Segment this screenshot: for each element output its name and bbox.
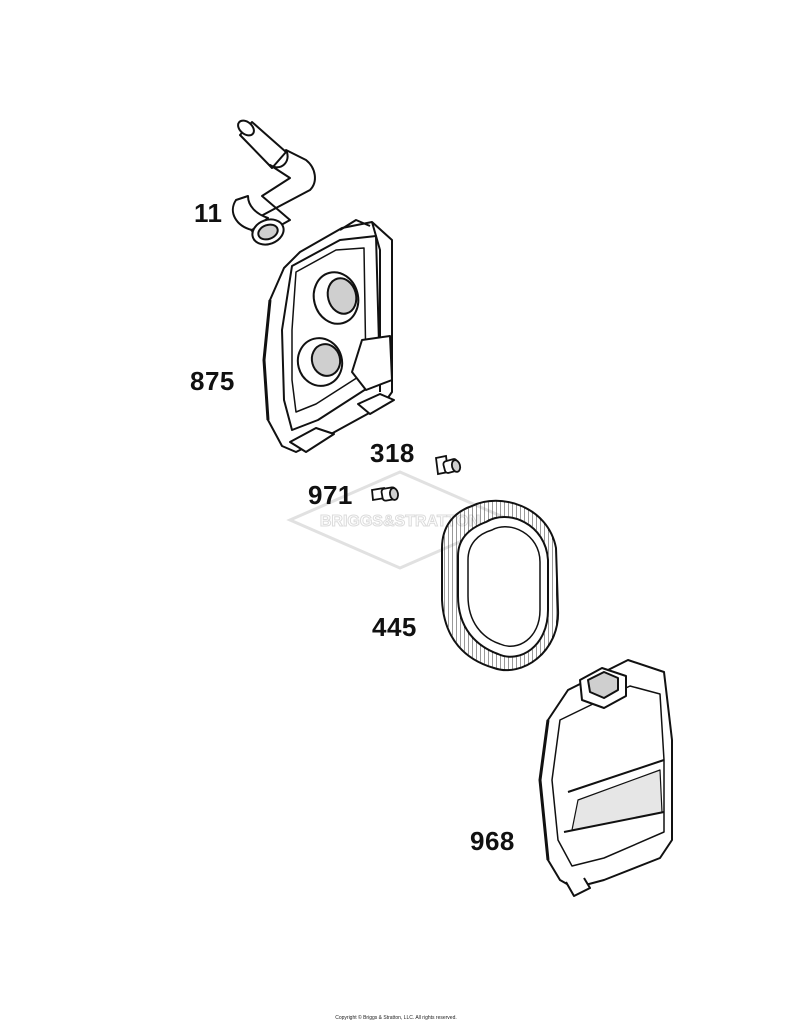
part-445-air-filter	[441, 499, 560, 672]
callout-11: 11	[194, 198, 223, 228]
part-971-screw	[371, 486, 399, 502]
callout-875: 875	[190, 366, 235, 396]
part-875-air-cleaner-base	[262, 219, 395, 453]
callout-445: 445	[372, 612, 417, 642]
watermark-text: BRIGGS&STRATTON	[320, 513, 480, 530]
copyright-notice: Copyright © Briggs & Stratton, LLC. All …	[335, 1015, 457, 1021]
callout-318: 318	[370, 438, 415, 468]
part-11-breather-tube	[231, 119, 316, 246]
part-968-air-cleaner-cover	[538, 659, 673, 897]
callout-971: 971	[308, 480, 353, 510]
part-318-screw	[435, 454, 462, 476]
callout-968: 968	[470, 826, 515, 856]
